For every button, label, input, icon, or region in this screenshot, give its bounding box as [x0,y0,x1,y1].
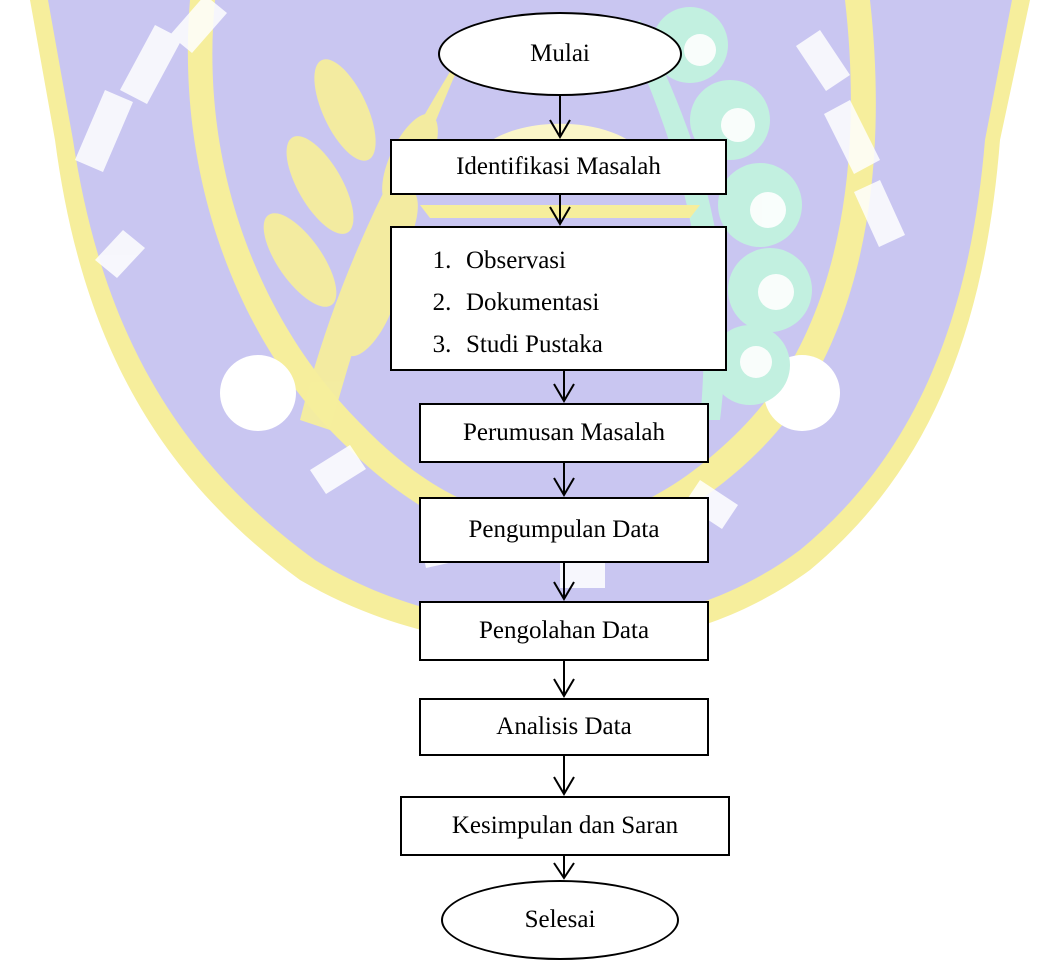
step-analisis-data: Analisis Data [419,698,709,756]
method-label: Dokumentasi [466,289,600,316]
arrow-start-to-identifikasi [549,96,571,139]
step-perumusan-masalah-label: Perumusan Masalah [462,419,666,446]
arrow-pengumpulan-to-pengolahan [553,563,575,601]
start-terminal: Mulai [438,12,682,96]
arrow-methods-to-perumusan [553,371,575,403]
end-label: Selesai [524,906,596,933]
step-pengolahan-data: Pengolahan Data [419,601,709,661]
step-perumusan-masalah: Perumusan Masalah [419,403,709,463]
step-identifikasi-masalah-label: Identifikasi Masalah [456,153,661,180]
method-item-studi-pustaka: 3. Studi Pustaka [418,324,603,366]
step-analisis-data-label: Analisis Data [496,713,632,740]
method-item-dokumentasi: 2. Dokumentasi [418,282,603,324]
method-number: 3. [432,331,452,358]
data-collection-methods-box: 1. Observasi 2. Dokumentasi 3. Studi Pus… [390,226,727,371]
seal-ring-letters [75,0,905,588]
seal-left-dot [220,355,296,431]
arrow-identifikasi-to-methods [549,195,571,226]
arrow-perumusan-to-pengumpulan [553,463,575,497]
end-terminal: Selesai [441,880,679,960]
step-pengolahan-data-label: Pengolahan Data [478,617,650,644]
methods-list: 1. Observasi 2. Dokumentasi 3. Studi Pus… [418,240,603,366]
method-item-observasi: 1. Observasi [418,240,603,282]
method-number: 2. [432,289,452,316]
arrow-pengolahan-to-analisis [553,661,575,698]
step-kesimpulan-dan-saran-label: Kesimpulan dan Saran [451,812,679,839]
step-identifikasi-masalah: Identifikasi Masalah [390,139,727,195]
step-kesimpulan-dan-saran: Kesimpulan dan Saran [400,796,730,856]
method-label: Observasi [466,247,566,274]
step-pengumpulan-data-label: Pengumpulan Data [468,516,660,543]
start-label: Mulai [530,40,590,67]
method-number: 1. [432,247,452,274]
seal-cotton-bolls [684,34,794,378]
arrow-analisis-to-kesimpulan [553,756,575,796]
arrow-kesimpulan-to-end [553,856,575,880]
step-pengumpulan-data: Pengumpulan Data [419,497,709,563]
method-label: Studi Pustaka [466,331,603,358]
